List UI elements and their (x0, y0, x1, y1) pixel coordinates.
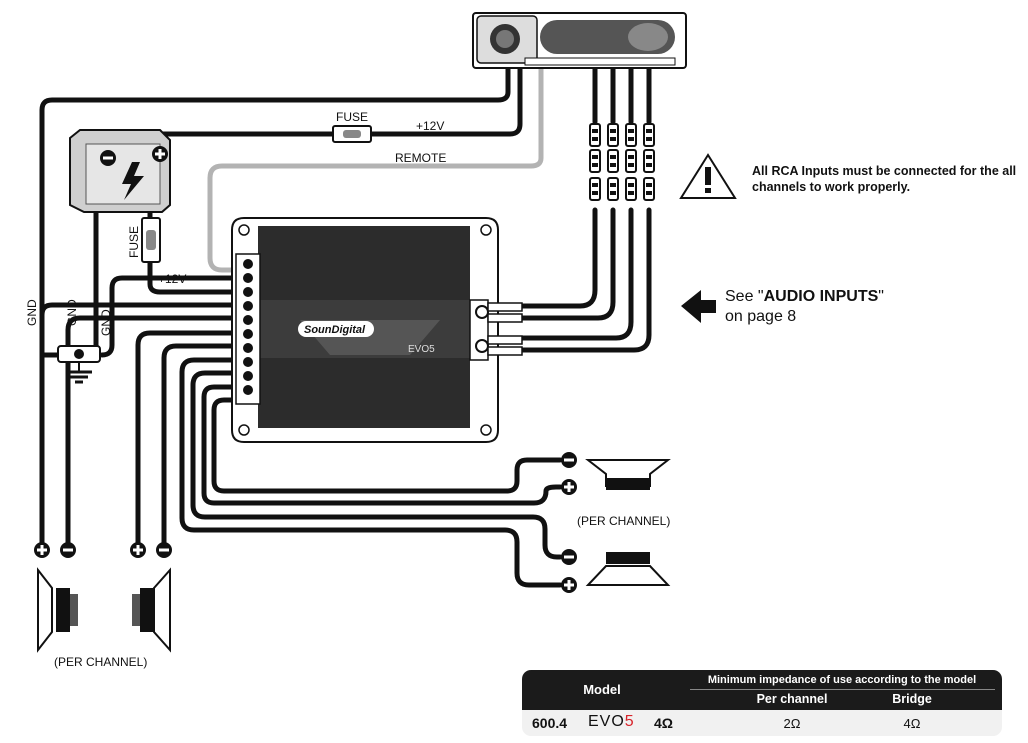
head-unit-icon (472, 12, 687, 69)
amp-rca-inputs (475, 302, 523, 356)
bridge-value: 4Ω (903, 716, 921, 731)
table-divider (690, 689, 995, 690)
fuse-icon (141, 217, 161, 263)
table-title: Minimum impedance of use according to th… (707, 674, 977, 686)
arrow-left-icon (681, 290, 716, 323)
ground-icon (57, 345, 101, 384)
wire-rca-4a (517, 207, 598, 309)
model-header: Model (583, 682, 621, 697)
speaker-icon (37, 567, 78, 653)
bridge-header: Bridge (892, 692, 932, 706)
impedance-table: Model Minimum impedance of use according… (522, 670, 1002, 736)
per-channel-value: 2Ω (783, 716, 801, 731)
wire-rca-4c (517, 207, 634, 341)
model-impedance: 4Ω (654, 715, 674, 731)
wire-gnd-headunit (39, 65, 511, 358)
wire-fuse-amp (147, 259, 249, 295)
wire-spk2-minus (161, 343, 249, 549)
wire-spk1-minus (65, 315, 249, 549)
terminal-minus-icon (561, 452, 577, 468)
amp-brand-label: SounDigital (304, 324, 366, 336)
wire-rca-4d (517, 207, 652, 353)
wire-spk4-plus (201, 384, 563, 506)
terminal-plus-icon (561, 577, 577, 593)
battery-icon (69, 129, 171, 213)
see-page: on page 8 (725, 308, 797, 325)
rca-warning-note: All RCA Inputs must be connected for the… (752, 164, 1017, 194)
table-row: 600.4 EVO5 4Ω 2Ω 4Ω (522, 710, 1002, 736)
fuse-icon (332, 125, 372, 143)
see-bold: AUDIO INPUTS (763, 288, 879, 305)
terminal-plus-icon (130, 542, 146, 558)
plus12-amp-label: +12V (158, 272, 186, 286)
evo-num: 5 (624, 713, 635, 730)
speaker-icon (585, 459, 671, 490)
wire-spk4-minus (211, 397, 563, 494)
model-number: 600.4 (532, 715, 568, 731)
amp-model-label: EVO5 (408, 344, 435, 355)
wire-amp-gnd (99, 275, 249, 358)
amplifier-icon (231, 217, 499, 443)
see-suffix: " (878, 288, 884, 305)
terminal-plus-icon (34, 542, 50, 558)
wire-spk3-plus (179, 357, 563, 588)
per-channel-left-label: (PER CHANNEL) (54, 655, 147, 669)
warning-icon (679, 153, 737, 199)
table-header: Model Minimum impedance of use according… (522, 670, 1002, 710)
terminal-minus-icon (561, 549, 577, 565)
rca-plug-icon (589, 123, 655, 201)
fuse-vertical-label: FUSE (127, 226, 141, 258)
plus12-top-label: +12V (416, 119, 444, 133)
gnd-label-1: GND (25, 299, 39, 326)
amp-terminals (243, 259, 253, 395)
wire-spk1-plus (39, 302, 249, 549)
speaker-icon (132, 567, 171, 653)
gnd-label-3: GND (99, 309, 113, 336)
see-prefix: See " (725, 288, 764, 305)
wire-remote (207, 65, 544, 273)
wire-spk3-minus (190, 370, 563, 560)
terminal-minus-icon (60, 542, 76, 558)
wire-rca-4b (517, 207, 616, 321)
speaker-icon (585, 552, 671, 586)
per-channel-header: Per channel (756, 692, 828, 706)
remote-label: REMOTE (395, 151, 446, 165)
fuse-top-label: FUSE (336, 110, 368, 124)
wire-spk2-plus (135, 330, 249, 549)
gnd-label-2: GND (65, 299, 79, 326)
terminal-minus-icon (156, 542, 172, 558)
terminal-plus-icon (561, 479, 577, 495)
evo-main: EVO (588, 713, 625, 730)
see-audio-inputs-note: See "AUDIO INPUTS" on page 8 (725, 287, 884, 327)
per-channel-right-label: (PER CHANNEL) (577, 514, 670, 528)
model-evo: EVO5 (588, 713, 635, 731)
